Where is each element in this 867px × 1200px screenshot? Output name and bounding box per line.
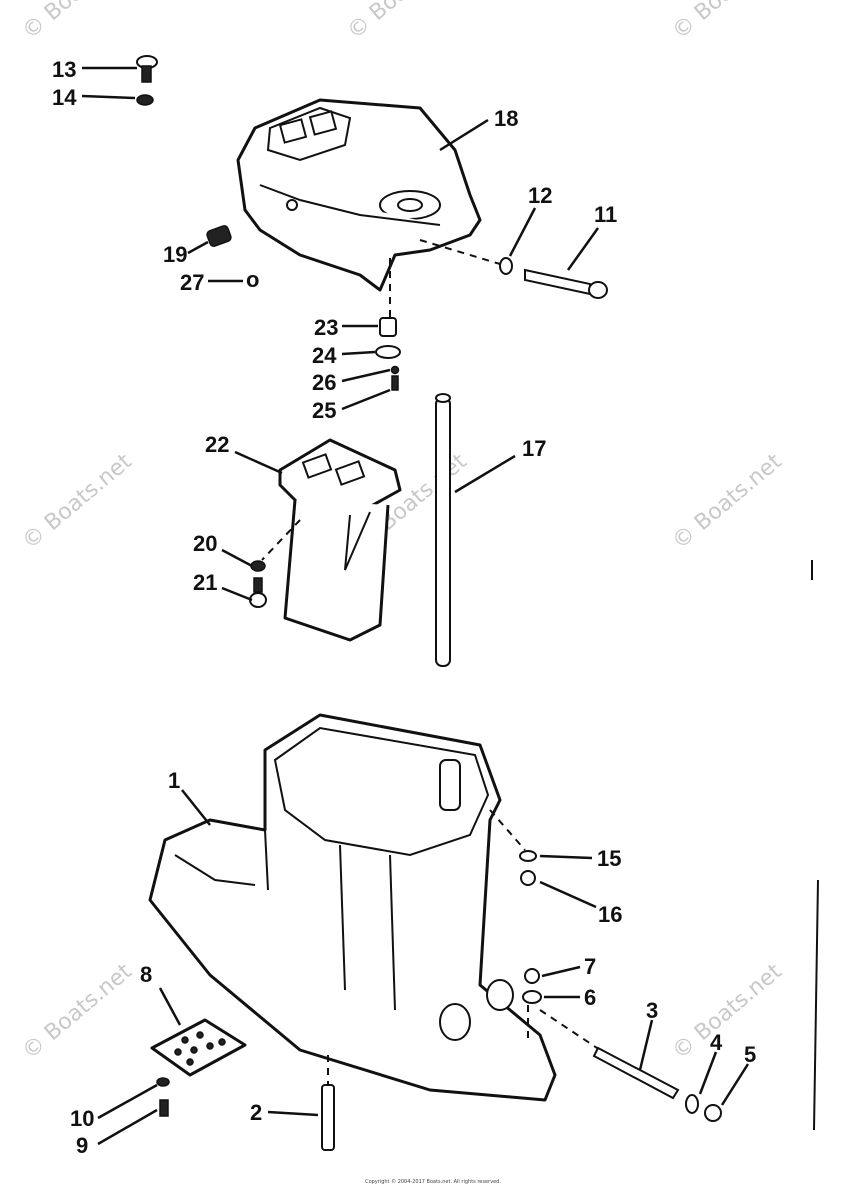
part-5-nut [704,1104,722,1122]
callout-16: 16 [598,902,622,927]
callout-24: 24 [312,343,337,368]
part-16-nut [520,870,536,886]
part-14-washer [136,94,154,106]
callout-19: 19 [163,242,187,267]
callout-15: 15 [597,846,621,871]
callout-22: 22 [205,432,229,457]
part-22-exhaust-tube [278,438,402,642]
part-13-screw [136,55,158,83]
callout-6: 6 [584,985,596,1010]
callout-13: 13 [52,57,76,82]
callout-2: 2 [250,1100,262,1125]
leader-lines [81,66,750,1146]
callout-7: 7 [584,954,596,979]
part-15-washer [519,850,537,862]
part-1-driveshaft-housing [148,713,557,1102]
dash-line [489,809,526,851]
callout-4: 4 [710,1030,723,1055]
part-24-washer [375,345,401,359]
callout-12: 12 [528,183,552,208]
callout-1: 1 [168,768,180,793]
part-23-bushing [379,317,397,337]
watermark: © Boats.net [668,449,787,555]
callout-8: 8 [140,962,152,987]
watermark: © Boats.net [668,0,787,45]
callout-23: 23 [314,315,338,340]
part-26-lockwasher [390,365,400,375]
part-10-washer [156,1077,170,1087]
part-7-nut [524,968,540,984]
footer-copyright: Copyright © 2004-2017 Boats.net. All rig… [365,1178,501,1185]
part-12-washer [499,257,513,275]
dash-line [261,519,301,561]
part-27-clip: o [246,267,259,292]
part-3-stud [592,1046,680,1100]
watermark: © Boats.net [343,0,462,45]
part-25-screw [391,375,399,391]
part-20-washer [250,560,266,572]
part-19-fitting [206,225,232,247]
scan-artifact [813,879,819,1131]
watermark: © Boats.net [18,959,137,1065]
callout-11: 11 [594,202,617,227]
callout-10: 10 [70,1106,94,1131]
part-6-washer [522,990,542,1004]
callout-26: 26 [312,370,336,395]
part-11-bolt [524,268,608,299]
callout-20: 20 [193,531,217,556]
callout-25: 25 [312,398,336,423]
callout-5: 5 [744,1042,756,1067]
part-9-screw [159,1099,169,1117]
watermark: © Boats.net [18,449,137,555]
dash-line [539,1009,601,1051]
callout-18: 18 [494,106,518,131]
callout-labels: 13 14 18 12 11 19 27 23 24 26 25 22 17 2… [52,57,756,1158]
part-2-stud [321,1084,335,1151]
callout-14: 14 [52,85,77,110]
part-21-screw [249,577,267,608]
callout-17: 17 [522,436,546,461]
watermark: © Boats.net [18,0,137,45]
part-8-plate [150,1018,247,1077]
part-4-washer [685,1094,699,1114]
callout-9: 9 [76,1133,88,1158]
callout-27: 27 [180,270,204,295]
watermark: © Boats.net [668,959,787,1065]
callout-3: 3 [646,998,658,1023]
dash-line [419,239,501,265]
part-17-tube [435,393,451,667]
callout-21: 21 [193,570,217,595]
part-18-adaptor-plate [236,98,482,292]
